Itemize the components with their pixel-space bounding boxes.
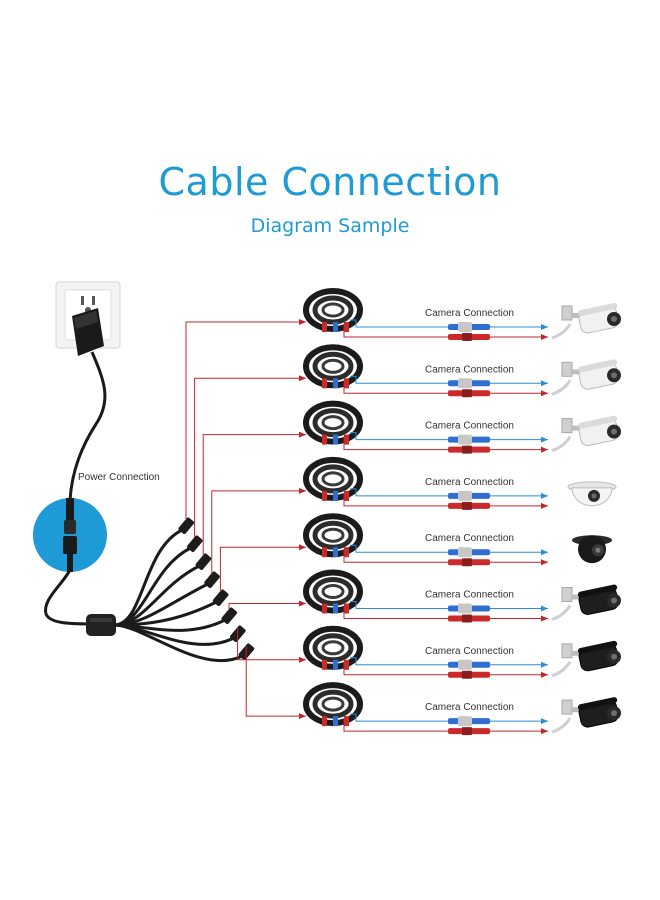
- bnc-dc-connector-icon: [448, 659, 490, 679]
- page-title: Cable Connection: [158, 160, 502, 204]
- camera-row: Camera Connection: [303, 513, 612, 567]
- cable-spool-icon: [303, 682, 363, 727]
- bnc-dc-connector-icon: [448, 322, 490, 341]
- dc-plug-icon: [195, 553, 212, 570]
- power-route-line: [185, 319, 306, 520]
- camera-row: Camera Connection: [303, 682, 621, 736]
- camera-connection-label: Camera Connection: [425, 477, 514, 488]
- power-line: [343, 380, 548, 397]
- camera-icon: [551, 415, 621, 453]
- camera-connection-label: Camera Connection: [425, 533, 514, 544]
- dc-plug-icon: [187, 535, 203, 552]
- bnc-dc-connector-icon: [448, 547, 490, 567]
- power-route-line: [245, 646, 306, 720]
- bnc-dc-connector-icon: [448, 378, 490, 398]
- dc-plug-icon: [178, 517, 195, 534]
- power-splitter-icon: [86, 614, 116, 636]
- splitter-arm: [113, 528, 183, 627]
- cable-spool-icon: [303, 513, 363, 558]
- power-route-line: [219, 544, 306, 592]
- power-route-line: [194, 375, 306, 538]
- power-route-line: [211, 487, 306, 574]
- power-line: [343, 492, 548, 509]
- camera-icon: [551, 584, 621, 621]
- bnc-dc-connector-icon: [448, 716, 490, 736]
- camera-connection-label: Camera Connection: [425, 646, 514, 657]
- camera-icon: [551, 303, 621, 340]
- power-line: [343, 324, 548, 340]
- power-route-line: [202, 431, 306, 556]
- power-plug-highlight: [33, 498, 107, 572]
- bnc-dc-connector-icon: [448, 603, 490, 623]
- cable-spool-icon: [303, 456, 363, 501]
- power-route-line: [237, 628, 306, 663]
- cable-spool-icon: [303, 569, 363, 614]
- camera-connection-label: Camera Connection: [425, 590, 514, 601]
- camera-connection-label: Camera Connection: [425, 421, 514, 432]
- power-line: [343, 549, 548, 566]
- camera-icon: [551, 640, 621, 678]
- cable-spool-icon: [303, 400, 363, 445]
- camera-connection-label: Camera Connection: [425, 702, 514, 713]
- power-line: [343, 718, 548, 735]
- power-route-line: [228, 600, 306, 610]
- camera-row: Camera Connection: [303, 344, 621, 398]
- bnc-dc-connector-icon: [448, 490, 490, 510]
- dc-plug-icon: [204, 571, 220, 588]
- power-adapter-icon: [68, 308, 107, 501]
- bnc-dc-connector-icon: [448, 434, 490, 454]
- camera-row: Camera Connection: [303, 625, 621, 679]
- power-line: [343, 605, 548, 622]
- dc-plug-icon: [212, 589, 229, 606]
- camera-icon: [572, 535, 612, 564]
- cable-spool-icon: [303, 344, 363, 389]
- power-lines: [185, 319, 306, 720]
- splitter-arms: [113, 517, 255, 663]
- page-subtitle: Diagram Sample: [250, 215, 410, 237]
- camera-connection-label: Camera Connection: [425, 364, 514, 375]
- camera-row: Camera Connection: [303, 569, 621, 623]
- camera-row: Camera Connection: [303, 288, 621, 341]
- camera-icon: [567, 481, 617, 507]
- camera-icon: [551, 359, 621, 396]
- power-line: [343, 661, 548, 678]
- camera-row: Camera Connection: [303, 400, 621, 454]
- power-line: [343, 436, 548, 453]
- splitter-arm: [113, 623, 243, 663]
- camera-icon: [551, 697, 621, 734]
- power-connection-label: Power Connection: [78, 472, 160, 483]
- camera-row: Camera Connection: [303, 456, 617, 510]
- cable-spool-icon: [303, 625, 363, 670]
- cable-spool-icon: [303, 288, 363, 332]
- dc-plug-icon: [221, 607, 238, 624]
- camera-connection-label: Camera Connection: [425, 308, 514, 319]
